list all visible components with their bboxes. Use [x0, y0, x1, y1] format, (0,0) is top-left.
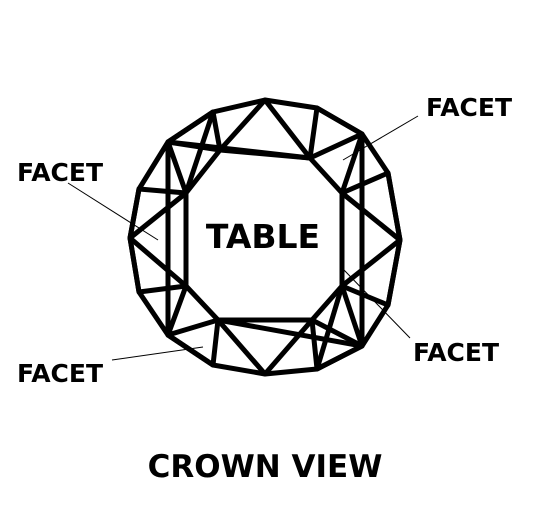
upper-girdle-lines-left: [127, 186, 187, 295]
facet-label-top-left: FACET: [17, 158, 103, 187]
cross-line-3: [167, 139, 311, 161]
facet-lines: [127, 97, 403, 377]
table-label: TABLE: [206, 217, 320, 256]
leader-line-top-right: [342, 115, 419, 161]
callout-lines: [67, 115, 419, 361]
leader-line-bottom-left: [111, 346, 204, 361]
cross-line-6: [314, 285, 345, 370]
star-outer: [127, 97, 403, 377]
cross-line-4: [217, 317, 363, 349]
facet-label-bottom-right: FACET: [413, 338, 499, 367]
upper-girdle-lines-right: [341, 170, 403, 308]
upper-girdle-lines-right-top: [307, 105, 364, 159]
cross-line-5: [183, 111, 216, 194]
leader-line-bottom-right: [343, 269, 411, 339]
caption: CROWN VIEW: [148, 449, 383, 485]
upper-girdle-lines-bottom: [166, 319, 221, 368]
facet-label-bottom-left: FACET: [17, 359, 103, 388]
leader-line-top-left: [67, 182, 159, 241]
facet-label-top-right: FACET: [426, 93, 512, 122]
